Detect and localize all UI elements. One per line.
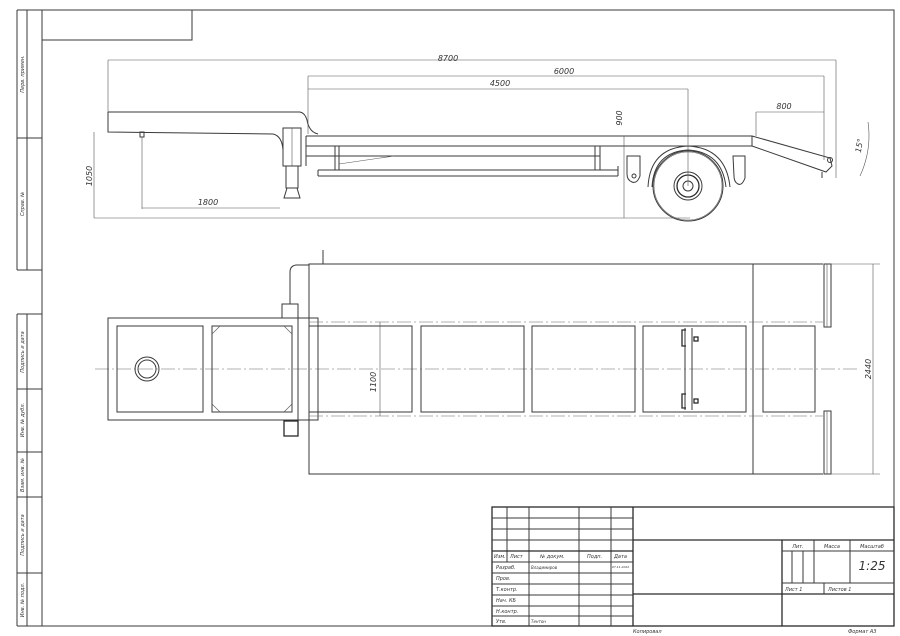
role-tech-control: Т.контр. (496, 587, 518, 593)
stamp-ref-no: Справ. № (20, 192, 26, 216)
stamp-first-use: Перв. примен. (20, 55, 26, 93)
sheets-total: Листов 1 (827, 587, 851, 593)
dim-platform-length: 6000 (554, 67, 574, 76)
stamp-dup-inv-no: Инв. № дубл. (20, 403, 26, 437)
mass-label: Масса (824, 544, 840, 550)
scale-label: Масштаб (860, 544, 884, 550)
dim-overall-width: 2440 (864, 359, 873, 379)
side-view: 8700 6000 4500 800 900 1050 1800 15° (85, 54, 870, 222)
dim-support-offset: 1800 (198, 198, 218, 207)
col-header-date: Дата (613, 554, 627, 560)
name-developer: Владимиров (531, 565, 558, 570)
stamp-orig-inv-no: Инв. № подл. (20, 583, 26, 618)
name-approver: Тентон (531, 619, 546, 624)
col-header-sheet: Лист (509, 554, 524, 560)
role-norm-control: Н.контр. (496, 609, 518, 615)
side-stamp-labels: Перв. примен. Справ. № Подпись и дата Ин… (20, 55, 26, 617)
stamp-sign-date-1: Подпись и дата (20, 331, 26, 372)
col-header-doc-no: № докум. (539, 554, 565, 560)
role-checker: Пров. (496, 576, 511, 582)
role-head-kb: Нач. КБ (496, 598, 517, 604)
role-developer: Разраб. (496, 565, 516, 571)
dim-to-axle: 4500 (490, 79, 510, 88)
title-block: Изм. Лист № докум. Подп. Дата Разраб. Вл… (491, 506, 895, 627)
scale-value: 1:25 (859, 559, 886, 573)
dim-ramp-angle: 15° (854, 138, 865, 154)
format-label: Формат А3 (848, 629, 876, 635)
lit-label: Лит. (791, 544, 804, 550)
top-view: 1100 2440 (95, 250, 880, 475)
dim-frame-width: 1100 (369, 372, 378, 392)
col-header-signature: Подп. (587, 554, 602, 560)
role-approver: Утв. (496, 619, 507, 625)
copied-label: Копировал (633, 629, 662, 635)
stamp-sign-date-2: Подпись и дата (20, 514, 26, 555)
dim-ramp-length: 800 (776, 102, 791, 111)
dim-overall-length: 8700 (438, 54, 458, 63)
dim-platform-height: 900 (615, 110, 624, 125)
stamp-replace-inv-no: Взам. инв. № (20, 458, 26, 492)
dim-hitch-height: 1050 (85, 166, 94, 186)
sheet-frame (16, 9, 895, 627)
col-header-change: Изм. (494, 554, 506, 560)
date-developer: 07.11.2022 (612, 565, 629, 569)
sheet-number: Лист 1 (784, 587, 802, 593)
